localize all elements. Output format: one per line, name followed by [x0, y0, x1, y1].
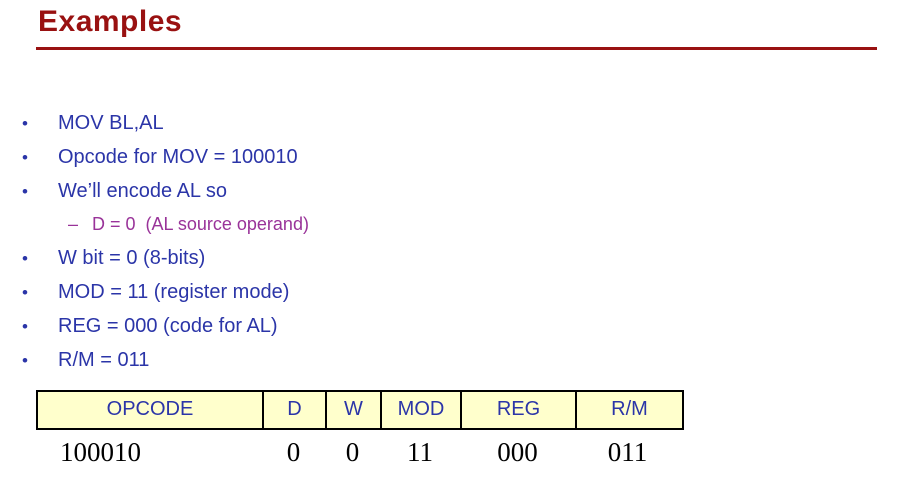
bullet-item: • MOD = 11 (register mode)	[22, 281, 882, 304]
bullet-item: • W bit = 0 (8-bits)	[22, 247, 882, 270]
data-cell-opcode: 100010	[60, 437, 141, 467]
data-cell-rm: 011	[607, 437, 648, 467]
bullet-text: Opcode for MOV = 100010	[58, 146, 298, 168]
header-cell-w: W	[327, 392, 382, 428]
bullet-item: • REG = 000 (code for AL)	[22, 315, 882, 338]
sub-bullet-item: – D = 0 (AL source operand)	[68, 214, 882, 235]
title-underline-rule	[36, 47, 877, 50]
bullet-marker: •	[22, 283, 28, 302]
page-title: Examples	[38, 5, 183, 38]
data-cell-w: 0	[345, 437, 360, 467]
bullet-marker: •	[22, 249, 28, 268]
bullet-text: R/M = 011	[58, 349, 150, 371]
sub-bullet-marker: –	[68, 214, 79, 234]
bullet-text: W bit = 0 (8-bits)	[58, 247, 206, 269]
bullet-marker: •	[22, 317, 28, 336]
bullet-marker: •	[22, 351, 28, 370]
header-cell-reg: REG	[462, 392, 577, 428]
header-cell-d: D	[264, 392, 327, 428]
header-cell-opcode: OPCODE	[38, 392, 264, 428]
encoding-table-data-row: 100010 0 0 11 000 011	[36, 430, 684, 468]
data-cell-mod: 11	[407, 437, 433, 467]
bullet-item: • We’ll encode AL so	[22, 180, 882, 203]
header-cell-rm: R/M	[611, 398, 648, 420]
bullet-text: We’ll encode AL so	[58, 180, 227, 202]
bullet-item: • Opcode for MOV = 100010	[22, 146, 882, 169]
bullet-text: MOV BL,AL	[58, 112, 164, 134]
bullet-item: • MOV BL,AL	[22, 112, 882, 135]
bullet-marker: •	[22, 182, 28, 201]
header-cell-mod: MOD	[382, 392, 462, 428]
encoding-table-header-row: OPCODE D W MOD REG R/M	[36, 390, 684, 430]
bullet-marker: •	[22, 148, 28, 167]
data-cell-d: 0	[286, 437, 301, 467]
sub-bullet-text: D = 0 (AL source operand)	[92, 214, 309, 234]
data-cell-reg: 000	[497, 437, 538, 467]
bullet-list: • MOV BL,AL • Opcode for MOV = 100010 • …	[22, 112, 882, 383]
encoding-table: OPCODE D W MOD REG R/M 100010 0 0 11 000…	[36, 390, 684, 468]
bullet-marker: •	[22, 114, 28, 133]
bullet-item: • R/M = 011	[22, 349, 882, 372]
bullet-text: MOD = 11 (register mode)	[58, 281, 290, 303]
bullet-text: REG = 000 (code for AL)	[58, 315, 278, 337]
